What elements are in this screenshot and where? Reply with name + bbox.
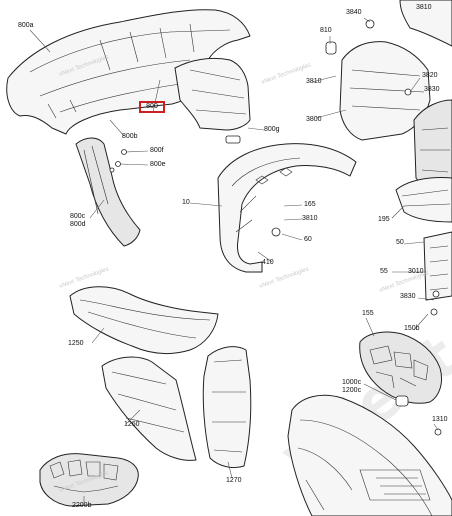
callout-55[interactable]: 55 bbox=[380, 268, 388, 275]
callout-3820[interactable]: 3820 bbox=[422, 72, 438, 79]
leader-lines bbox=[29, 17, 439, 504]
highlighted-part-callout[interactable]: 800 bbox=[139, 101, 165, 113]
part-1000c-lower-fairing[interactable] bbox=[287, 394, 452, 516]
part-3010-plate[interactable] bbox=[423, 231, 452, 316]
callout-3810-left[interactable]: 3810 bbox=[306, 78, 322, 85]
part-2200b-front-grille[interactable] bbox=[39, 453, 139, 507]
callout-1270[interactable]: 1270 bbox=[226, 477, 242, 484]
callout-3830-top[interactable]: 3830 bbox=[424, 86, 440, 93]
callout-410[interactable]: 410 bbox=[262, 259, 274, 266]
part-10-headlight-housing[interactable] bbox=[217, 143, 357, 273]
part-800-fender-panel[interactable] bbox=[6, 9, 251, 135]
callout-3810-top[interactable]: 3810 bbox=[416, 4, 432, 11]
callout-10[interactable]: 10 bbox=[182, 199, 190, 206]
callout-3810-center[interactable]: 3810 bbox=[302, 215, 318, 222]
callout-810[interactable]: 810 bbox=[320, 27, 332, 34]
callout-50[interactable]: 50 bbox=[396, 239, 404, 246]
part-195-side-trim[interactable] bbox=[395, 177, 452, 223]
clip-1200c bbox=[395, 395, 409, 407]
callout-1260[interactable]: 1260 bbox=[124, 421, 140, 428]
fastener-3840 bbox=[365, 19, 375, 29]
callout-800g[interactable]: 800g bbox=[264, 126, 280, 133]
callout-800b[interactable]: 800b bbox=[122, 133, 138, 140]
part-3800-upper-fairing[interactable] bbox=[325, 0, 452, 141]
part-1270-vertical-panel[interactable] bbox=[202, 346, 252, 469]
fastener-60 bbox=[271, 227, 281, 237]
callout-3840[interactable]: 3840 bbox=[346, 9, 362, 16]
callout-1000c[interactable]: 1000c bbox=[342, 379, 362, 386]
callout-155[interactable]: 155 bbox=[362, 310, 374, 317]
callout-800f[interactable]: 800f bbox=[150, 147, 164, 154]
callout-800e[interactable]: 800e bbox=[150, 161, 166, 168]
callout-1200c[interactable]: 1200c bbox=[342, 387, 362, 394]
callout-60[interactable]: 60 bbox=[304, 236, 312, 243]
callout-1250[interactable]: 1250 bbox=[68, 340, 84, 347]
callout-800c[interactable]: 800c bbox=[70, 213, 86, 220]
part-800g-side-panel[interactable] bbox=[174, 57, 251, 144]
callout-1310[interactable]: 1310 bbox=[432, 416, 448, 423]
grommet-810 bbox=[325, 41, 337, 55]
callout-800d[interactable]: 800d bbox=[70, 221, 86, 228]
clip-800g bbox=[225, 135, 241, 144]
callout-2200b[interactable]: 2200b bbox=[72, 502, 92, 509]
callout-3800[interactable]: 3800 bbox=[306, 116, 322, 123]
callout-3830-right[interactable]: 3830 bbox=[400, 293, 416, 300]
callout-195[interactable]: 195 bbox=[378, 216, 390, 223]
part-1260-side-panel[interactable] bbox=[101, 356, 197, 461]
callout-800a[interactable]: 800a bbox=[18, 22, 34, 29]
callout-150b[interactable]: 150b bbox=[404, 325, 420, 332]
watermark: vNext Technologies bbox=[259, 266, 310, 289]
callout-3010[interactable]: 3010 bbox=[408, 268, 424, 275]
watermark: vNext Technologies bbox=[261, 62, 312, 85]
part-800c-bracket[interactable] bbox=[75, 137, 141, 247]
callout-165[interactable]: 165 bbox=[304, 201, 316, 208]
part-1250-side-panel[interactable] bbox=[69, 286, 219, 354]
part-155-grille[interactable] bbox=[359, 331, 443, 404]
